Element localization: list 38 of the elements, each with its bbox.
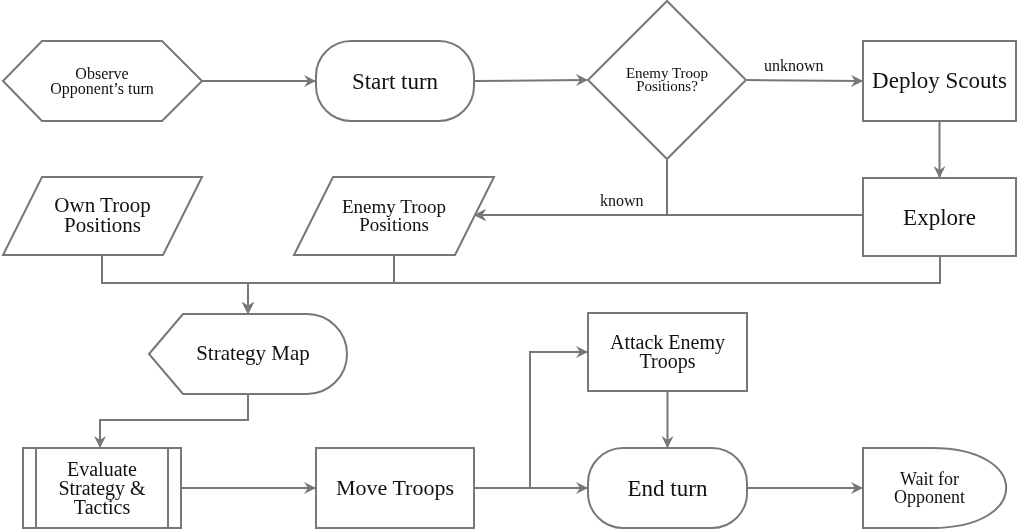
edge-label: known (598, 193, 646, 209)
data-parallelogram (2, 176, 203, 256)
arrow (474, 482, 588, 494)
node-label: Own Troop Positions (53, 196, 152, 236)
node-label: Strategy Map (196, 342, 310, 366)
arrow (94, 394, 249, 448)
data-parallelogram (293, 176, 495, 256)
node-label: Enemy Troop Positions (341, 197, 447, 235)
terminal-shape (315, 40, 475, 122)
arrow (242, 256, 941, 314)
node-label: Evaluate Strategy & Tactics (57, 459, 147, 517)
arrow (747, 482, 863, 494)
arrow (474, 74, 588, 87)
arrow (474, 209, 863, 221)
arrow (933, 121, 946, 178)
node-label: Enemy Troop Positions? (625, 66, 709, 94)
arrow (746, 74, 863, 87)
node-label: Move Troops (336, 474, 454, 502)
arrow (201, 75, 316, 87)
terminal-shape (587, 447, 748, 529)
process-box (862, 40, 1017, 122)
arrow (181, 482, 316, 494)
node-label: End turn (627, 476, 708, 500)
process-box (315, 447, 475, 529)
display-hexagon (2, 40, 202, 122)
decision-diamond (587, 0, 747, 160)
node-label: Explore (903, 205, 976, 229)
process-box (587, 312, 748, 392)
node-label: Deploy Scouts (872, 68, 1007, 94)
process-box (862, 177, 1017, 257)
arrow (661, 391, 674, 448)
predefined-process-box (22, 447, 182, 529)
display-shape (148, 313, 348, 395)
node-label: Observe Opponent’s turn (49, 65, 155, 97)
node-label: Attack Enemy Troops (609, 333, 726, 371)
node-label: Start turn (351, 69, 439, 93)
edge-label: unknown (762, 58, 826, 74)
node-label: Wait for Opponent (893, 470, 966, 506)
